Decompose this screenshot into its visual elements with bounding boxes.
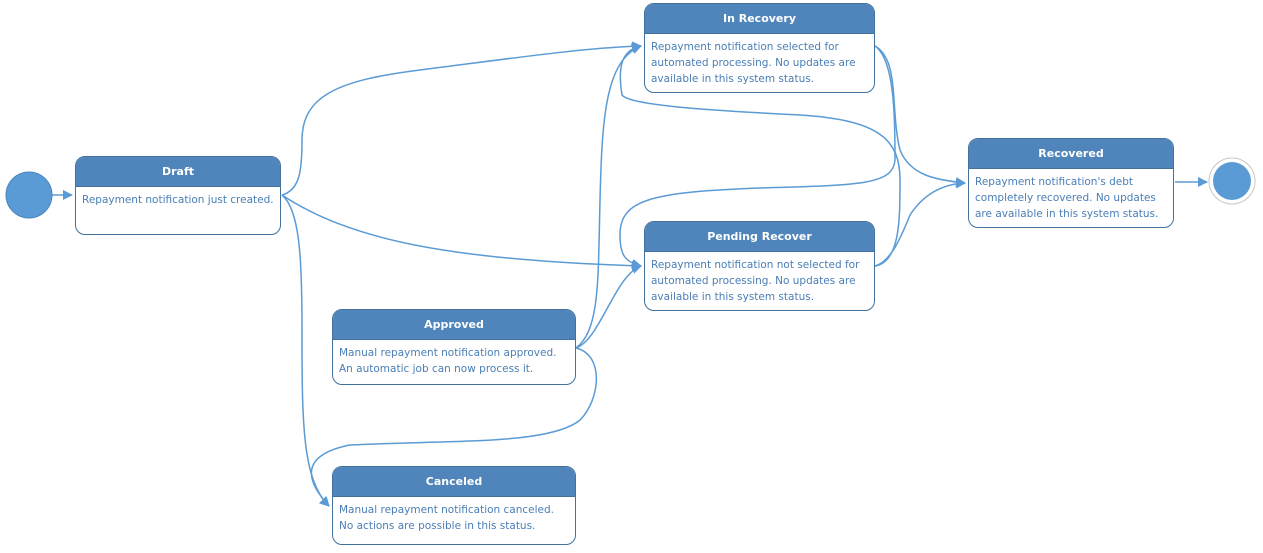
state-in-recovery[interactable]: In Recovery Repayment notification selec… — [644, 3, 875, 93]
state-draft-title: Draft — [76, 157, 280, 187]
state-approved[interactable]: Approved Manual repayment notification a… — [332, 309, 576, 385]
state-canceled[interactable]: Canceled Manual repayment notification c… — [332, 466, 576, 545]
transition-pending-recover-to-in-recovery — [619, 42, 901, 267]
state-recovered-title: Recovered — [969, 139, 1173, 169]
transition-in-recovery-to-pending-recover — [619, 45, 896, 269]
transition-draft-to-in-recovery — [281, 41, 642, 196]
state-canceled-title: Canceled — [333, 467, 575, 497]
transition-approved-to-pending-recover — [575, 264, 642, 349]
state-recovered-description: Repayment notification's debt completely… — [975, 176, 1159, 220]
transition-in-recovery-to-recovered — [874, 45, 966, 188]
state-pending-recover-title: Pending Recover — [645, 222, 874, 252]
transition-pending-recover-to-recovered — [874, 178, 966, 267]
state-pending-recover[interactable]: Pending Recover Repayment notification n… — [644, 221, 875, 311]
state-in-recovery-description: Repayment notification selected for auto… — [651, 41, 856, 85]
state-draft-description: Repayment notification just created. — [82, 194, 274, 206]
initial-state — [5, 171, 53, 219]
transition-approved-to-in-recovery — [575, 44, 642, 349]
state-pending-recover-description: Repayment notification not selected for … — [651, 259, 860, 303]
state-in-recovery-title: In Recovery — [645, 4, 874, 34]
final-state — [1213, 162, 1251, 200]
state-draft[interactable]: Draft Repayment notification just create… — [75, 156, 281, 235]
state-canceled-description: Manual repayment notification canceled. … — [339, 504, 555, 532]
transition-approved-to-canceled — [310, 347, 598, 507]
state-recovered[interactable]: Recovered Repayment notification's debt … — [968, 138, 1174, 228]
state-approved-title: Approved — [333, 310, 575, 340]
transition-draft-to-canceled — [281, 194, 330, 507]
state-approved-description: Manual repayment notification approved. … — [339, 347, 557, 375]
transition-draft-to-pending-recover — [281, 194, 642, 271]
